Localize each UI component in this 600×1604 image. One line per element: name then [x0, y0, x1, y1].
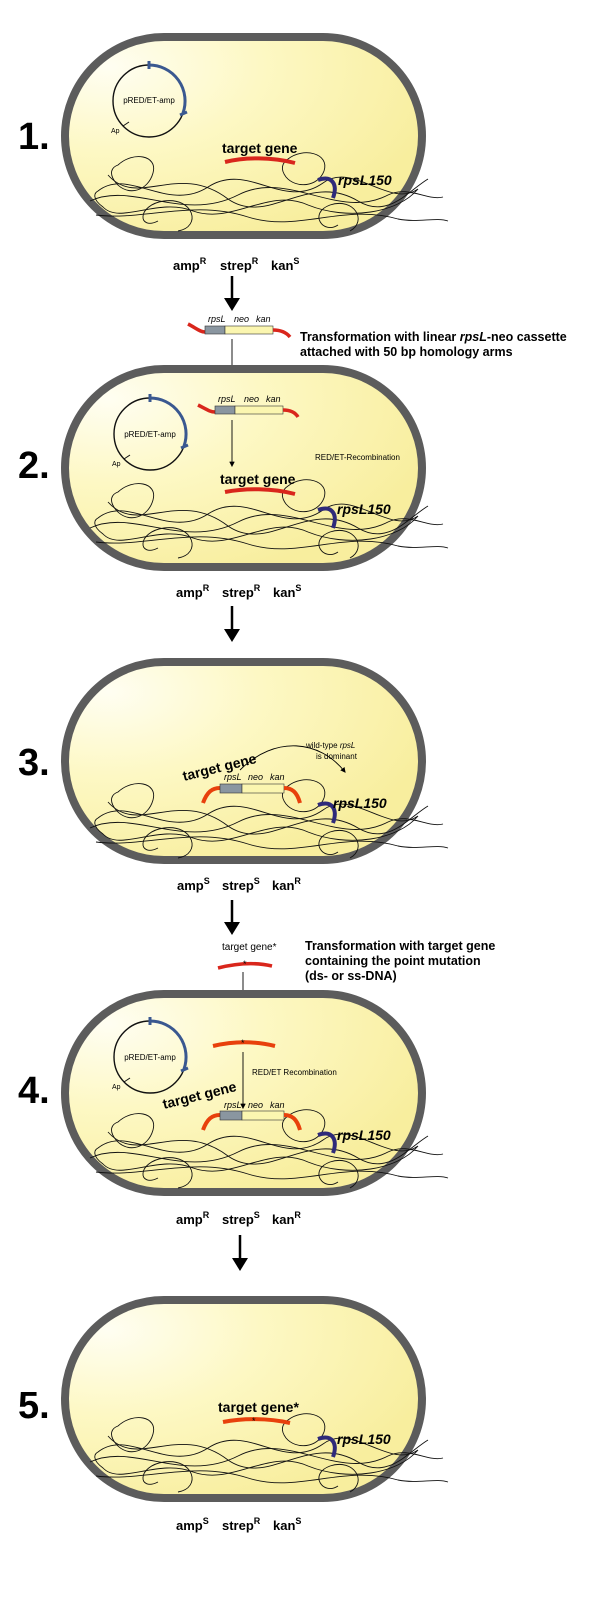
phenotype-amp: ampR — [176, 1210, 210, 1227]
transformation-2: target gene* * Transformation with targe… — [217, 939, 495, 1034]
phenotype-amp: ampS — [176, 1516, 209, 1533]
transformation-2-line3: (ds- or ss-DNA) — [305, 969, 397, 983]
incoming-mutant-fragment — [212, 1040, 276, 1048]
phenotype-strep: strepS — [222, 1210, 260, 1227]
phenotype-amp: ampR — [173, 256, 207, 273]
fragment-label: target gene* — [222, 942, 277, 953]
dominance-note-line1: wild-type rpsL — [305, 741, 355, 750]
plasmid: pRED/ET-amp Ap — [111, 61, 188, 138]
rpsl150-segment — [317, 801, 337, 824]
rpsl150-label: rpsL150 — [338, 172, 392, 188]
rpsl150-label: rpsL150 — [337, 1127, 391, 1143]
plasmid-marker-arc — [148, 63, 187, 114]
mutation-star: * — [252, 1416, 256, 1426]
step-5: 5. * target gene* rpsL150 ampS strepR ka… — [18, 1296, 449, 1533]
rpsl150-segment — [317, 1435, 337, 1458]
step-1: 1. pRED/ET-amp Ap target gene rpsL150 am… — [18, 33, 449, 273]
cassette-neo-label: neo — [244, 394, 259, 404]
phenotype-strep: strepS — [222, 876, 260, 893]
down-arrow-2 — [224, 606, 240, 642]
mutant-fragment — [217, 961, 273, 970]
transformation-1: rpsL neo kan Transformation with linear … — [187, 314, 567, 390]
phenotype-strep: strepR — [220, 256, 259, 273]
transformation-1-line1: Transformation with linear rpsL-neo cass… — [300, 330, 567, 344]
cassette-rpsl-label: rpsL — [224, 1100, 242, 1110]
down-arrow-4 — [232, 1235, 248, 1271]
plasmid: pRED/ET-amp Ap — [112, 394, 189, 471]
target-gene-segment — [224, 487, 296, 496]
rpsl150-segment — [317, 1131, 337, 1154]
phenotype: ampR strepR kanS — [176, 583, 301, 600]
phenotype-kan: kanS — [273, 1516, 301, 1533]
target-gene-label: target gene* — [218, 1399, 299, 1415]
cell — [61, 1296, 426, 1502]
mutation-star: * — [241, 1038, 245, 1048]
cassette-kan-label: kan — [270, 1100, 285, 1110]
phenotype-strep: strepR — [222, 583, 261, 600]
step-3: 3. target gene rpsL neo kan wild-type rp… — [18, 658, 449, 893]
cassette-neo-label: neo — [248, 1100, 263, 1110]
phenotype: ampS strepS kanR — [177, 876, 301, 893]
cassette-kan-label: kan — [256, 314, 271, 324]
cassette-neo-label: neo — [234, 314, 249, 324]
phenotype: ampS strepR kanS — [176, 1516, 301, 1533]
incoming-cassette: rpsL neo kan — [197, 394, 300, 418]
phenotype-kan: kanR — [272, 1210, 301, 1227]
step-number: 5. — [18, 1385, 50, 1427]
plasmid-label: pRED/ET-amp — [124, 430, 176, 439]
mutant-target-gene-segment — [222, 1417, 291, 1425]
cassette-rpsl-label: rpsL — [224, 772, 242, 782]
integrated-cassette: rpsL neo kan — [201, 1100, 302, 1131]
down-arrow-3 — [224, 900, 240, 935]
step-4: 4. pRED/ET-amp Ap * RED/ET Recombination… — [18, 990, 449, 1227]
rpsl150-segment — [317, 506, 337, 529]
ap-label: Ap — [112, 461, 121, 468]
step-2: 2. pRED/ET-amp Ap rpsL neo kan RED/ET-Re… — [18, 365, 449, 600]
cassette-rpsl-label: rpsL — [218, 394, 236, 404]
step-number: 1. — [18, 116, 50, 158]
phenotype-amp: ampR — [176, 583, 210, 600]
phenotype-amp: ampS — [177, 876, 210, 893]
phenotype: ampR strepR kanS — [173, 256, 299, 273]
step-number: 3. — [18, 742, 50, 784]
step-number: 2. — [18, 445, 50, 487]
down-arrow-1 — [224, 276, 240, 311]
linear-cassette: rpsL neo kan — [187, 314, 292, 339]
rpsl150-segment — [317, 176, 337, 199]
plasmid-label: pRED/ET-amp — [124, 1053, 176, 1062]
ap-label: Ap — [112, 1084, 121, 1091]
phenotype-kan: kanS — [271, 256, 299, 273]
target-gene-label: target gene — [222, 140, 298, 156]
phenotype-kan: kanR — [272, 876, 301, 893]
phenotype: ampR strepS kanR — [176, 1210, 301, 1227]
integrated-cassette: rpsL neo kan — [201, 772, 302, 804]
cassette-kan-label: kan — [266, 394, 281, 404]
rpsl150-label: rpsL150 — [337, 1431, 391, 1447]
rpsl150-label: rpsL150 — [333, 795, 387, 811]
plasmid-label: pRED/ET-amp — [123, 96, 175, 105]
rpsl150-label: rpsL150 — [337, 501, 391, 517]
plasmid: pRED/ET-amp Ap — [112, 1017, 189, 1094]
transformation-1-line2: attached with 50 bp homology arms — [300, 345, 513, 359]
target-gene-segment — [224, 156, 296, 165]
recombination-note: RED/ET Recombination — [252, 1068, 337, 1077]
plasmid-marker-arc — [149, 396, 188, 447]
ap-label: Ap — [111, 128, 120, 135]
target-gene-label: target gene — [220, 471, 296, 487]
dominance-note-line2: is dominant — [316, 752, 358, 761]
cassette-kan-label: kan — [270, 772, 285, 782]
transformation-2-line1: Transformation with target gene — [305, 939, 495, 953]
phenotype-strep: strepR — [222, 1516, 261, 1533]
phenotype-kan: kanS — [273, 583, 301, 600]
cassette-rpsl-label: rpsL — [208, 314, 226, 324]
mutation-star: * — [243, 959, 247, 969]
recombination-note: RED/ET-Recombination — [315, 453, 400, 462]
cassette-neo-label: neo — [248, 772, 263, 782]
plasmid-marker-arc — [149, 1019, 188, 1070]
transformation-2-line2: containing the point mutation — [305, 954, 481, 968]
step-number: 4. — [18, 1070, 50, 1112]
